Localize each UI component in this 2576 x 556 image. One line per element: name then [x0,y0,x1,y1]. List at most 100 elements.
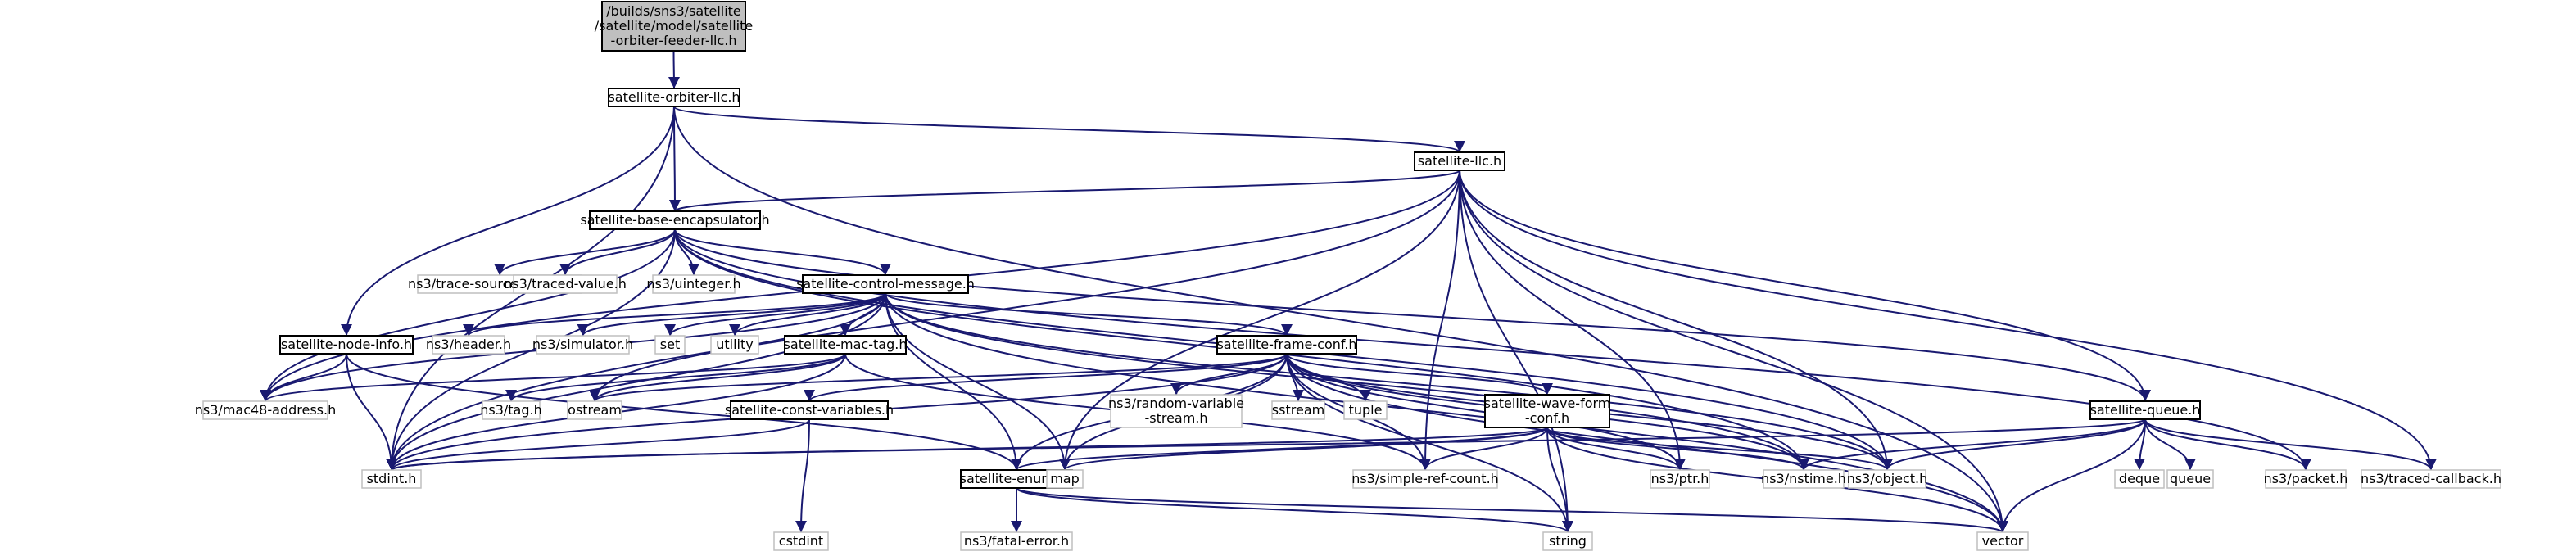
node-label: set [660,337,680,352]
node-label: ns3/traced-value.h [504,276,627,292]
edge-queue_h-to-packet [2144,418,2311,471]
node-frame-conf[interactable]: satellite-frame-conf.h [1216,335,1357,355]
node-traced-cb: ns3/traced-callback.h [2361,469,2501,489]
node-label: ns3/simple-ref-count.h [1351,471,1499,486]
node-box [2361,469,2501,489]
node-orbiter-llc[interactable]: satellite-orbiter-llc.h [608,88,740,107]
node-box [202,400,328,420]
node-label: stdint.h [367,471,417,486]
node-sstream: sstream [1271,400,1325,420]
edge-wave_form-to-string [1546,427,1573,533]
node-llc[interactable]: satellite-llc.h [1414,151,1505,171]
node-const-vars[interactable]: satellite-const-variables.h [725,400,894,420]
node-box [432,335,505,355]
edge-base_encap-to-mac48 [260,228,676,402]
edge-control_msg-to-simulator [577,292,886,337]
node-box [2114,469,2165,489]
node-string: string [1542,531,1593,551]
edge-llc-to-simple_ref [1419,170,1460,471]
node-fatal-err: ns3/fatal-error.h [960,531,1073,551]
edge-orbiter_llc-to-llc [673,106,1465,153]
edge-control_msg-to-header [463,292,886,337]
edge-base_encap-to-trace_src [494,228,676,276]
edge-queue_h-to-nstime [1798,418,2146,471]
node-object: ns3/object.h [1847,469,1927,489]
node-box [601,1,746,52]
node-box [513,274,618,294]
edge-orbiter_llc-to-base_encap [668,106,681,212]
node-label: ns3/random-variable [1108,396,1244,411]
edge-orbiter_llc-to-node_info [341,106,675,337]
edge-wave_form-to-map [1059,427,1548,471]
node-queue-h[interactable]: satellite-queue.h [2089,400,2201,420]
node-label: ns3/header.h [426,337,511,352]
node-label: ns3/ptr.h [1651,471,1709,486]
edge-frame_conf-to-ptr [1286,353,1686,471]
edge-control_msg-to-stdint [386,292,886,471]
edge-queue_h-to-traced_cb [2144,418,2437,471]
edge-enums-to-vector [1016,487,2008,533]
node-node-info[interactable]: satellite-node-info.h [279,335,414,355]
edge-queue_h-to-queue [2144,418,2196,471]
edge-mac_tag-to-mac48 [260,353,846,402]
edge-control_msg-to-frame_conf [885,292,1293,337]
node-wave-form[interactable]: satellite-wave-form-conf.h [1484,394,1611,428]
node-tuple: tuple [1343,400,1388,420]
node-queue: queue [2166,469,2214,489]
edge-base_encap-to-packet [674,228,2311,471]
node-vector: vector [1976,531,2029,551]
edge-frame_conf-to-wave_form [1286,353,1553,396]
node-mac-tag[interactable]: satellite-mac-tag.h [784,335,908,355]
node-box [608,88,740,107]
edge-queue_h-to-object [1881,418,2146,471]
node-deque: deque [2114,469,2165,489]
node-root[interactable]: /builds/sns3/satellite/satellite/model/s… [595,1,753,52]
node-label: satellite-const-variables.h [725,402,894,418]
node-box [784,335,907,355]
node-utility: utility [710,335,759,355]
node-box [567,400,622,420]
node-label: sstream [1272,402,1324,418]
edge-const_vars-to-cstdint [795,418,810,533]
edge-node_info-to-stdint [346,353,397,471]
edge-base_encap-to-traced_val [559,228,676,276]
edge-frame_conf-to-const_vars [804,353,1288,402]
file-nodes: /builds/sns3/satellite/satellite/model/s… [195,1,2501,551]
node-tag: ns3/tag.h [480,400,542,420]
edge-llc-to-queue_h [1459,170,2151,402]
node-box [1976,531,2029,551]
node-box [2089,400,2201,420]
edge-base_encap-to-stdint [386,228,676,471]
node-label: ns3/nstime.h [1761,471,1846,486]
node-box [802,274,969,294]
node-label: satellite-base-encapsulator.h [580,212,769,228]
node-label: satellite-wave-form [1484,396,1611,411]
node-label: -conf.h [1525,410,1569,426]
node-control-msg[interactable]: satellite-control-message.h [796,274,975,294]
node-enums[interactable]: satellite-enums.h [960,469,1074,489]
node-label: satellite-queue.h [2090,402,2201,418]
node-label: ns3/traced-callback.h [2361,471,2501,486]
node-box [1271,400,1325,420]
edge-wave_form-to-enums [1011,427,1548,471]
node-simple-ref: ns3/simple-ref-count.h [1351,469,1499,489]
node-base-encap[interactable]: satellite-base-encapsulator.h [580,210,770,230]
node-label: /builds/sns3/satellite [606,3,741,19]
node-box [2166,469,2214,489]
node-box [1343,400,1388,420]
node-box [1352,469,1498,489]
node-label: utility [716,337,754,352]
node-box [482,400,541,420]
node-ostream: ostream [567,400,622,420]
node-box [1542,531,1593,551]
node-box [960,531,1073,551]
node-label: ns3/packet.h [2264,471,2348,486]
node-label: deque [2119,471,2160,486]
node-box [730,400,889,420]
node-header: ns3/header.h [426,335,511,355]
node-label: satellite-enums.h [960,471,1074,486]
edge-llc-to-vector [1459,170,2008,533]
edge-llc-to-stdint [386,170,1460,471]
edge-frame_conf-to-vector [1286,353,2008,533]
node-label: satellite-frame-conf.h [1216,337,1356,352]
